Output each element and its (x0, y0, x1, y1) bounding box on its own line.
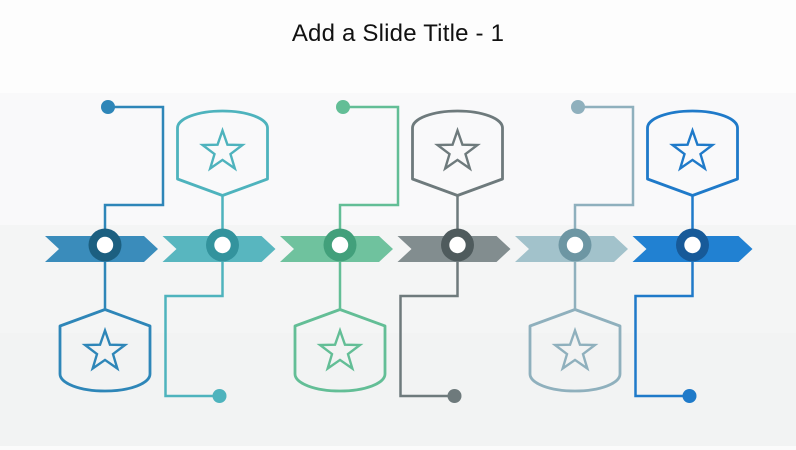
milestone-6-badge (646, 109, 739, 197)
star-icon (434, 126, 481, 172)
milestone-3-node (331, 236, 349, 254)
milestone-5-badge (528, 308, 622, 393)
star-icon (669, 126, 716, 172)
star-icon (551, 326, 599, 372)
milestone-5-endpoint-dot (571, 100, 585, 114)
star-icon (199, 126, 246, 172)
star-icon (316, 326, 364, 372)
milestone-1[interactable] (45, 100, 165, 393)
milestone-2-node (214, 236, 231, 254)
milestone-3-badge (293, 308, 387, 393)
milestone-6-node (684, 236, 701, 254)
milestone-4-endpoint-dot (447, 389, 462, 403)
milestone-2[interactable] (162, 109, 276, 403)
milestone-6[interactable] (632, 109, 753, 403)
slide-title[interactable]: Add a Slide Title - 1 (291, 20, 505, 47)
milestone-6-endpoint-dot (682, 389, 697, 403)
milestone-1-connector (103, 105, 165, 310)
milestone-3-endpoint-dot (336, 100, 350, 114)
milestone-5[interactable] (515, 100, 635, 393)
milestone-1-endpoint-dot (101, 100, 115, 114)
milestone-5-connector (573, 105, 635, 310)
milestone-1-node (96, 236, 114, 254)
milestone-4-connector (399, 195, 459, 398)
milestone-3-connector (338, 105, 400, 310)
milestone-3[interactable] (280, 100, 400, 393)
milestone-5-node (566, 236, 584, 254)
milestone-4-node (449, 236, 466, 254)
milestone-4[interactable] (397, 109, 511, 403)
milestone-1-badge (58, 308, 152, 393)
milestone-2-connector (164, 195, 224, 398)
milestone-2-badge (176, 109, 269, 197)
star-icon (81, 326, 129, 372)
milestone-4-badge (411, 109, 504, 197)
milestone-6-connector (634, 195, 694, 398)
milestone-2-endpoint-dot (212, 389, 227, 403)
